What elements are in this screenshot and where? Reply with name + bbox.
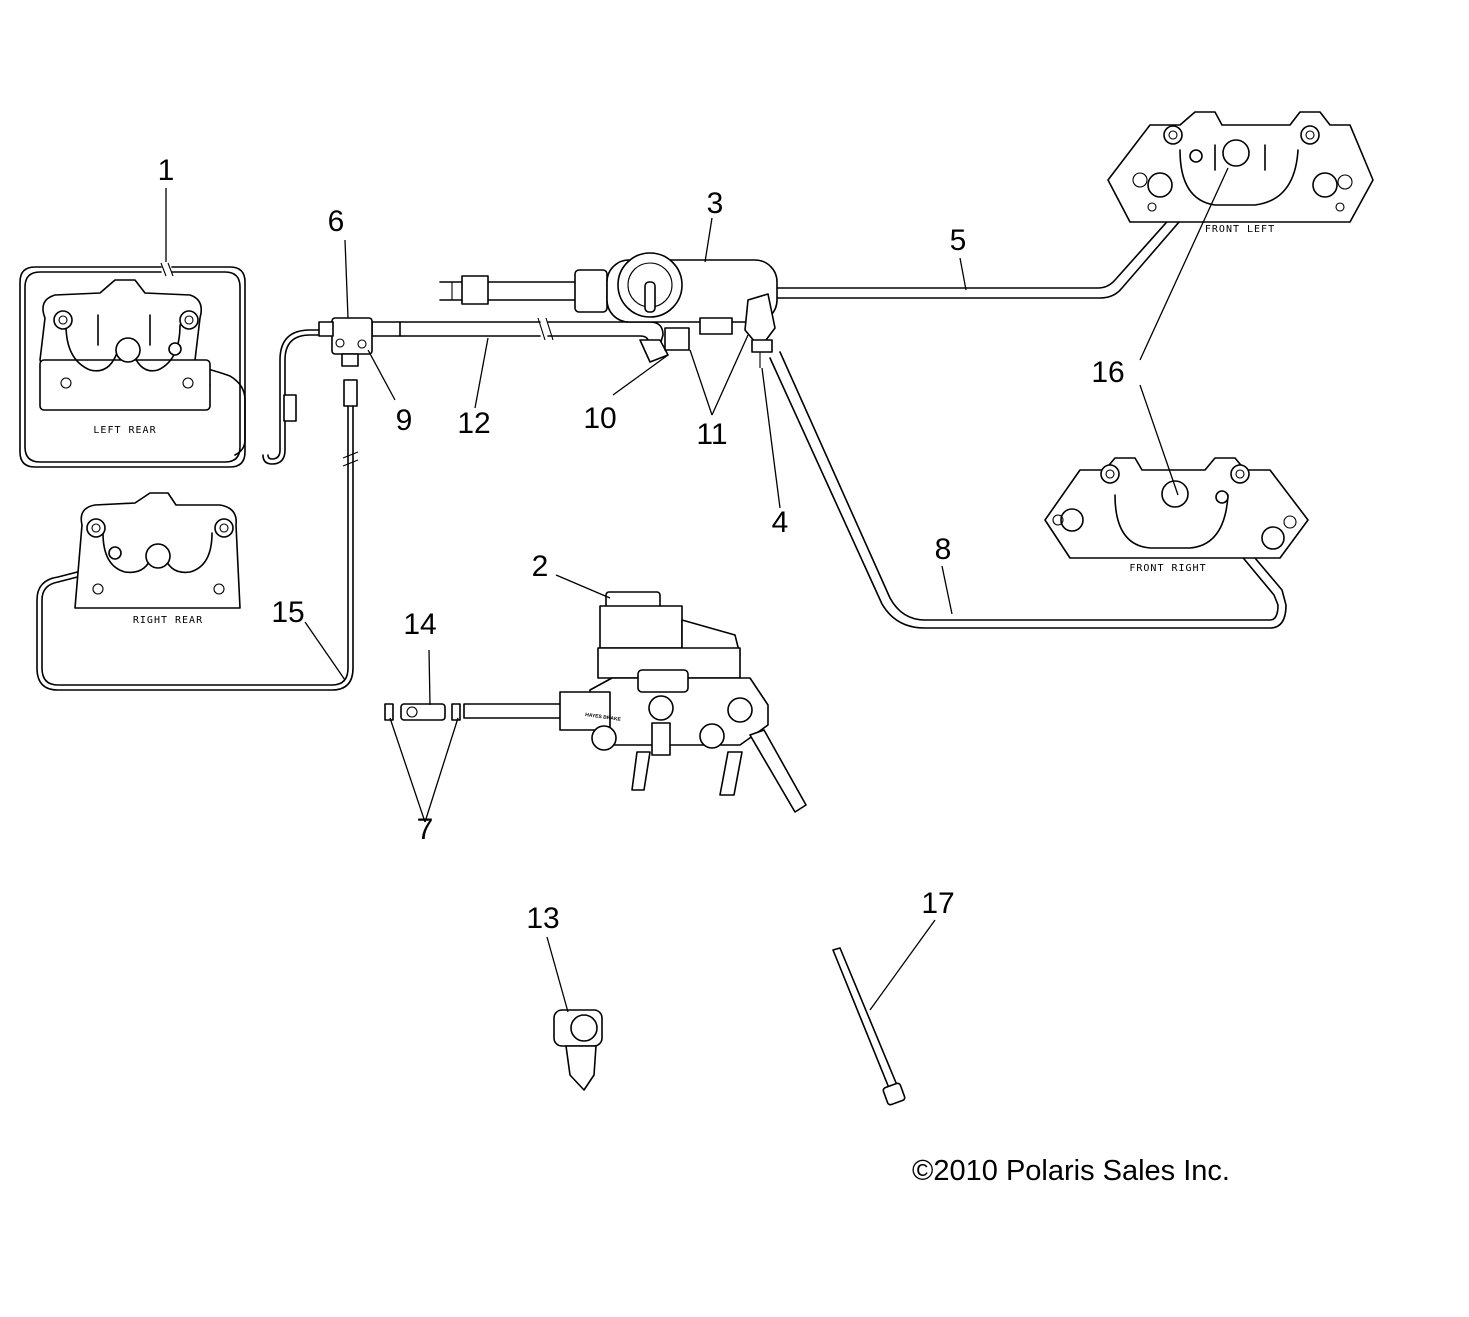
brake-line-clip bbox=[553, 1009, 603, 1091]
caliper-label-right-rear: RIGHT REAR bbox=[133, 615, 203, 626]
caliper-label-front-left: FRONT LEFT bbox=[1205, 224, 1275, 235]
caliper-label-left-rear: LEFT REAR bbox=[93, 425, 156, 436]
caliper-front-right: FRONT RIGHT bbox=[1044, 457, 1309, 574]
callout-12: 12 bbox=[457, 407, 490, 440]
caliper-label-front-right: FRONT RIGHT bbox=[1129, 563, 1206, 574]
callout-14: 14 bbox=[403, 608, 436, 641]
callout-6: 6 bbox=[328, 205, 345, 238]
brake-line-8 bbox=[779, 351, 1279, 621]
brake-line-1-inner bbox=[24, 271, 241, 463]
clevis-and-pins bbox=[384, 703, 461, 721]
callout-5: 5 bbox=[950, 224, 967, 257]
callout-11: 11 bbox=[696, 418, 727, 451]
callout-1: 1 bbox=[158, 154, 175, 187]
caliper-right-rear: RIGHT REAR bbox=[74, 492, 241, 626]
leader-lines bbox=[165, 167, 1229, 1013]
callout-15: 15 bbox=[271, 596, 304, 629]
callout-8: 8 bbox=[935, 533, 952, 566]
brake-line-1 bbox=[19, 266, 246, 468]
caliper-front-left: FRONT LEFT bbox=[1107, 111, 1374, 235]
cable-tie bbox=[832, 947, 906, 1106]
callout-7: 7 bbox=[417, 813, 434, 846]
callout-3: 3 bbox=[707, 187, 724, 220]
tee-fitting bbox=[318, 317, 373, 367]
master-cylinder: HAYES BRAKE bbox=[463, 591, 807, 813]
callout-10: 10 bbox=[583, 402, 616, 435]
callout-9: 9 bbox=[396, 404, 413, 437]
callout-2: 2 bbox=[532, 550, 549, 583]
callout-4: 4 bbox=[772, 506, 789, 539]
callout-16: 16 bbox=[1091, 356, 1124, 389]
caliper-left-rear: LEFT REAR bbox=[39, 279, 211, 436]
callout-17: 17 bbox=[921, 887, 954, 920]
brake-line-12 bbox=[399, 321, 664, 346]
callout-13: 13 bbox=[526, 902, 559, 935]
brake-line-5 bbox=[769, 186, 1199, 289]
copyright-notice: ©2010 Polaris Sales Inc. bbox=[912, 1155, 1230, 1187]
pedal-master-assembly bbox=[439, 252, 778, 368]
master-cylinder-stamp: HAYES BRAKE bbox=[585, 712, 622, 723]
